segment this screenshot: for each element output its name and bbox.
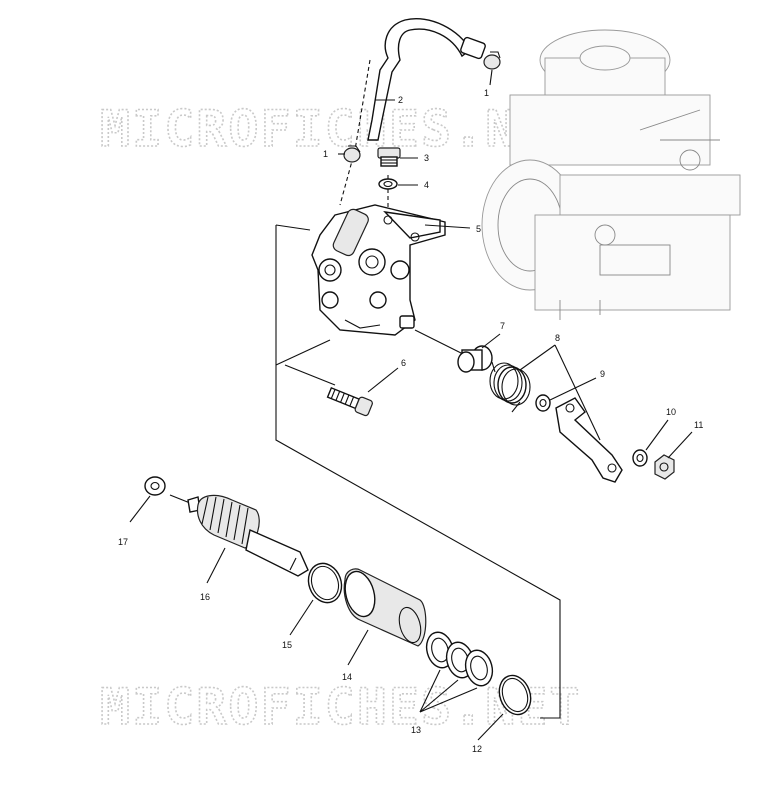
drive-gear-shaft (169, 494, 309, 577)
sealing-washer (378, 178, 398, 190)
callout-3: 3 (424, 153, 429, 163)
leader-lines (129, 69, 693, 741)
bushing (343, 568, 427, 647)
hose-clamp-top (483, 51, 501, 70)
watermark-top: MICROFICHES.NET (100, 100, 582, 158)
return-spring (489, 361, 531, 413)
callout-12: 12 (472, 744, 482, 754)
callout-1-middle: 1 (323, 149, 328, 159)
shim-set (425, 631, 494, 687)
callout-7: 7 (500, 321, 505, 331)
control-lever (555, 397, 623, 483)
callout-15: 15 (282, 640, 292, 650)
callout-13: 13 (411, 725, 421, 735)
callout-16: 16 (200, 592, 210, 602)
callout-labels: 1 2 1 3 4 5 6 7 8 9 10 11 17 16 15 14 13… (118, 88, 703, 754)
callout-17: 17 (118, 537, 128, 547)
thrust-washer (535, 394, 551, 412)
bracket-outline (275, 224, 561, 719)
lock-washer (632, 449, 648, 467)
callout-10: 10 (666, 407, 676, 417)
banjo-bolt (377, 147, 401, 167)
callout-8: 8 (555, 333, 560, 343)
o-ring-lower (498, 674, 532, 716)
callout-9: 9 (600, 369, 605, 379)
hex-nut (654, 454, 675, 480)
fuel-hose (367, 18, 486, 141)
collar (457, 345, 493, 373)
callout-14: 14 (342, 672, 352, 682)
callout-4: 4 (424, 180, 429, 190)
carburetor-assembly (481, 29, 741, 320)
oil-pump-body (311, 204, 446, 336)
mounting-screw (326, 386, 373, 417)
callout-11: 11 (694, 420, 703, 430)
shaft-washer (144, 476, 166, 496)
callout-5: 5 (476, 224, 481, 234)
hose-clamp-middle (343, 145, 361, 163)
callout-6: 6 (401, 358, 406, 368)
callout-1-top: 1 (484, 88, 489, 98)
callout-2: 2 (398, 95, 403, 105)
o-ring-upper (307, 562, 343, 604)
